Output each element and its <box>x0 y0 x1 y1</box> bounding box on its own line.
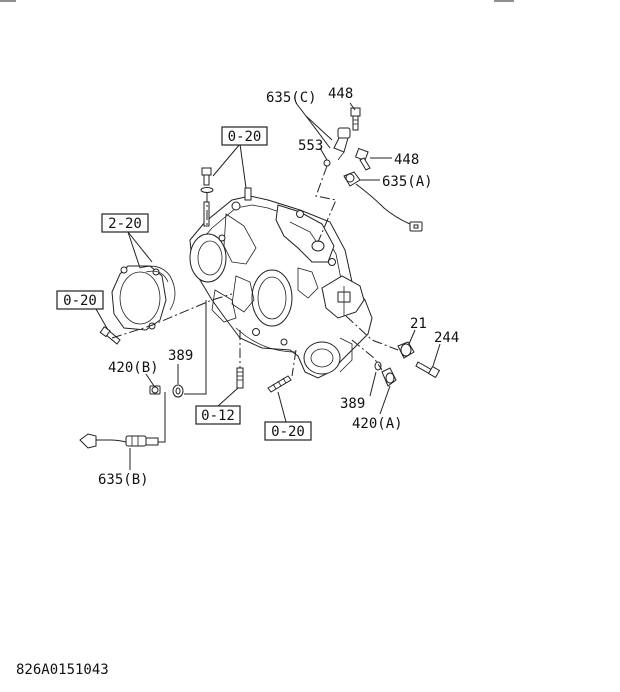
callout-244: 244 <box>434 330 459 346</box>
housing-top-bolt <box>200 167 214 193</box>
drawing-code: 826A0151043 <box>16 662 109 678</box>
ref-label: 0-20 <box>228 129 262 145</box>
sensor-21 <box>397 341 415 359</box>
cover-bolt-left <box>99 326 121 345</box>
callout-635A: 635(A) <box>382 174 433 190</box>
ref-box-0-20-bottom: 0-20 <box>264 421 312 441</box>
center-lines <box>111 165 399 443</box>
sensor-635A <box>343 171 423 232</box>
callout-635B: 635(B) <box>98 472 149 488</box>
gear-cover-assembly <box>111 265 176 331</box>
callout-420B: 420(B) <box>108 360 159 376</box>
ref-box-0-20-top: 0-20 <box>221 126 268 146</box>
ref-box-2-20: 2-20 <box>101 213 149 233</box>
washer-389-left <box>172 384 184 398</box>
sensor-635B <box>79 433 159 449</box>
stud-0-12 <box>236 367 244 389</box>
flywheel-housing <box>189 187 373 379</box>
sensor-420A <box>381 367 397 387</box>
callout-389-left: 389 <box>168 348 193 364</box>
ref-label: 2-20 <box>108 216 142 232</box>
sensor-420B <box>149 385 161 395</box>
bolt-448-top <box>350 107 361 131</box>
callout-635C: 635(C) <box>266 90 317 106</box>
ref-label: 0-20 <box>271 424 305 440</box>
sensor-635C <box>333 127 351 161</box>
ref-label: 0-20 <box>63 293 97 309</box>
washer-389-right <box>374 361 382 371</box>
callout-553: 553 <box>298 138 323 154</box>
leader-lines <box>95 102 441 470</box>
callout-448-top: 448 <box>328 86 353 102</box>
callout-448-mid: 448 <box>394 152 419 168</box>
ref-box-0-20-left: 0-20 <box>56 290 104 310</box>
ref-label: 0-12 <box>201 408 235 424</box>
callout-389-right: 389 <box>340 396 365 412</box>
callout-labels: 635(C) 448 553 448 635(A) 21 244 389 420… <box>98 86 459 488</box>
bolt-244 <box>415 361 441 379</box>
callout-21: 21 <box>410 316 427 332</box>
bolt-bottom-0-20 <box>267 375 292 393</box>
callout-420A: 420(A) <box>352 416 403 432</box>
bolt-448-mid <box>354 147 371 171</box>
oring-553 <box>323 159 331 167</box>
ref-box-0-12: 0-12 <box>195 405 241 425</box>
